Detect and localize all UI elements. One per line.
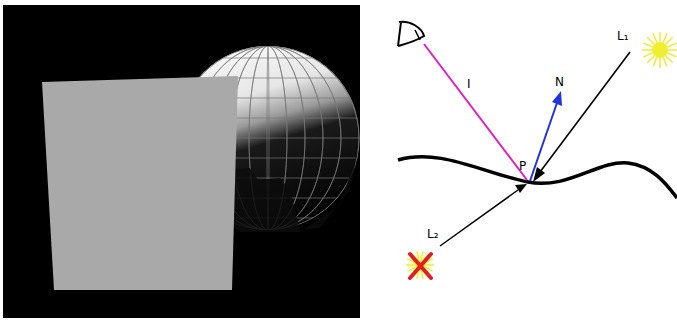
light-ray-1-head xyxy=(533,167,545,182)
blocked-light-symbol xyxy=(406,251,434,279)
light-ray-1 xyxy=(540,52,630,172)
view-ray xyxy=(424,44,527,180)
ray-label: I xyxy=(467,78,471,90)
sun-symbol xyxy=(642,32,677,68)
gray-square xyxy=(42,76,238,290)
light-ray-2 xyxy=(440,190,518,246)
eye-symbol xyxy=(398,22,424,46)
light-label: L₁ xyxy=(617,30,629,42)
normal-vector xyxy=(530,100,558,181)
render-background xyxy=(3,5,360,318)
normal-arrowhead xyxy=(552,91,562,106)
point-label: P xyxy=(519,160,526,172)
normal-label: N xyxy=(555,76,564,88)
surface-curve xyxy=(398,157,677,198)
light-ray-2-head xyxy=(515,184,527,193)
light-label: L₂ xyxy=(427,228,439,240)
